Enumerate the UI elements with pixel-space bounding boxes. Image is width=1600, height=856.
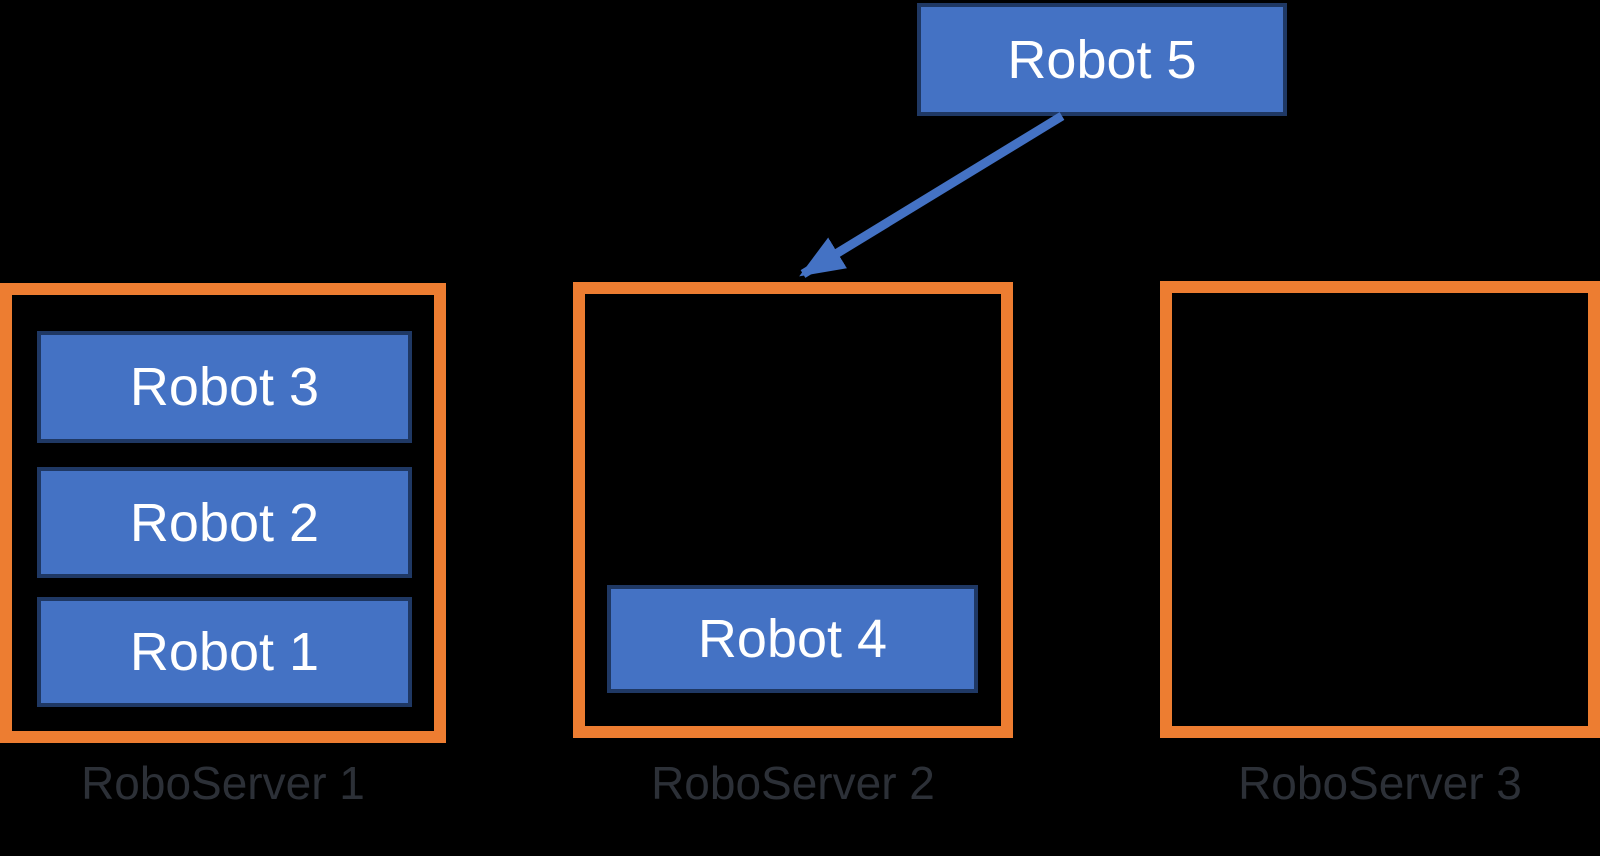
robot-box-robot-2: Robot 2 <box>37 467 412 578</box>
robot-box-label: Robot 3 <box>129 357 320 417</box>
robot-box-robot-4: Robot 4 <box>607 585 978 693</box>
server-label-roboserver-1: RoboServer 1 <box>81 757 365 809</box>
server-label-roboserver-2: RoboServer 2 <box>651 757 935 809</box>
robot-box-label: Robot 1 <box>129 622 320 682</box>
arrow-line <box>799 112 1065 278</box>
robot-box-label: Robot 2 <box>129 492 320 553</box>
robot-box-robot-1: Robot 1 <box>37 597 412 707</box>
robot-box-robot-3: Robot 3 <box>37 331 412 443</box>
server-box-roboserver-3 <box>1160 281 1600 738</box>
server-box-roboserver-1 <box>0 283 446 743</box>
server-box-roboserver-2 <box>573 282 1013 738</box>
robot-box-robot-5: Robot 5 <box>917 3 1287 116</box>
server-label-roboserver-3: RoboServer 3 <box>1238 757 1522 809</box>
robot-box-label: Robot 4 <box>697 609 888 669</box>
robot-box-label: Robot 5 <box>1007 29 1197 90</box>
